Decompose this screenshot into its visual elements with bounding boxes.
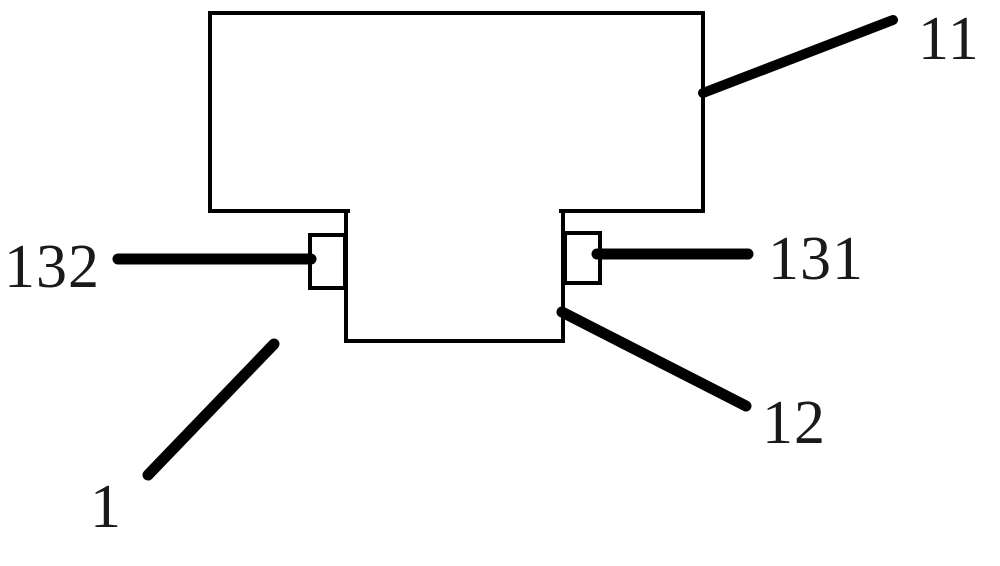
reference-label-131: 131 [768,225,864,293]
reference-label-12: 12 [762,389,826,457]
reference-label-1: 1 [90,473,122,541]
lower-rectangle [344,209,565,343]
leader-line-11 [698,15,898,98]
reference-label-11: 11 [918,5,980,73]
leader-line-12 [556,306,752,412]
upper-rectangle [208,11,705,213]
junction-mask [350,209,559,215]
shape-layer [208,11,705,343]
leader-line-layer [112,15,898,481]
reference-label-132: 132 [4,233,100,301]
leader-line-1 [142,338,280,481]
